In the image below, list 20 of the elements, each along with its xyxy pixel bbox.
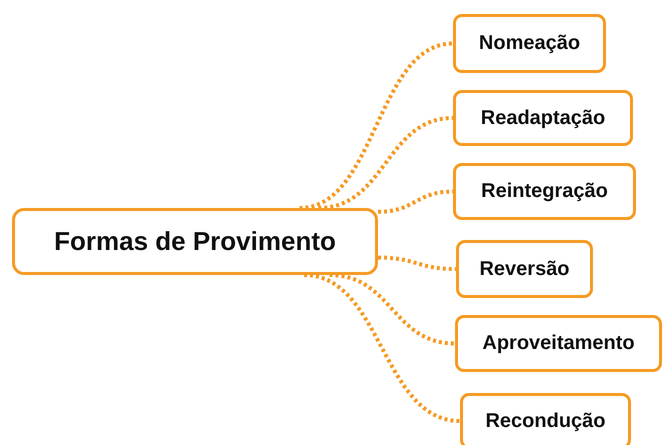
branch-box <box>453 90 633 146</box>
node-label: Recondução <box>485 410 606 432</box>
node-label: Reintegração <box>481 180 608 203</box>
branch-box <box>453 163 636 220</box>
node-label: Aproveitamento <box>482 332 635 355</box>
branch-box <box>456 240 593 298</box>
node-label: Nomeação <box>478 32 580 55</box>
connector <box>378 190 454 214</box>
connector <box>378 256 456 271</box>
node-label: Readaptação <box>480 106 606 130</box>
connector <box>304 273 460 423</box>
node-label: Formas de Provimento <box>54 226 336 257</box>
connector <box>299 42 454 210</box>
connector <box>329 273 456 346</box>
branch-box <box>455 315 662 372</box>
node-label: Reversão <box>479 258 570 280</box>
branch-box <box>453 14 606 73</box>
connector <box>318 116 454 210</box>
branch-box <box>460 393 631 445</box>
central-topic-box <box>12 208 378 275</box>
